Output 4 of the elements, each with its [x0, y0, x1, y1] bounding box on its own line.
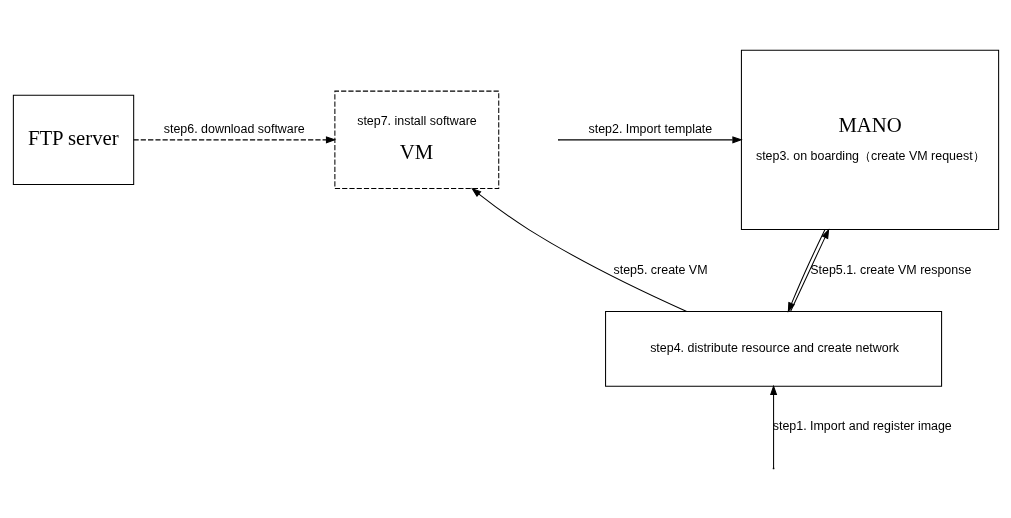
edge-label: step2. Import template [587, 121, 712, 136]
edge-label: step6. download software [163, 121, 305, 136]
edge-label: Step5.1. create VM response [809, 262, 971, 277]
edge-label: step5. create VM [613, 262, 708, 277]
